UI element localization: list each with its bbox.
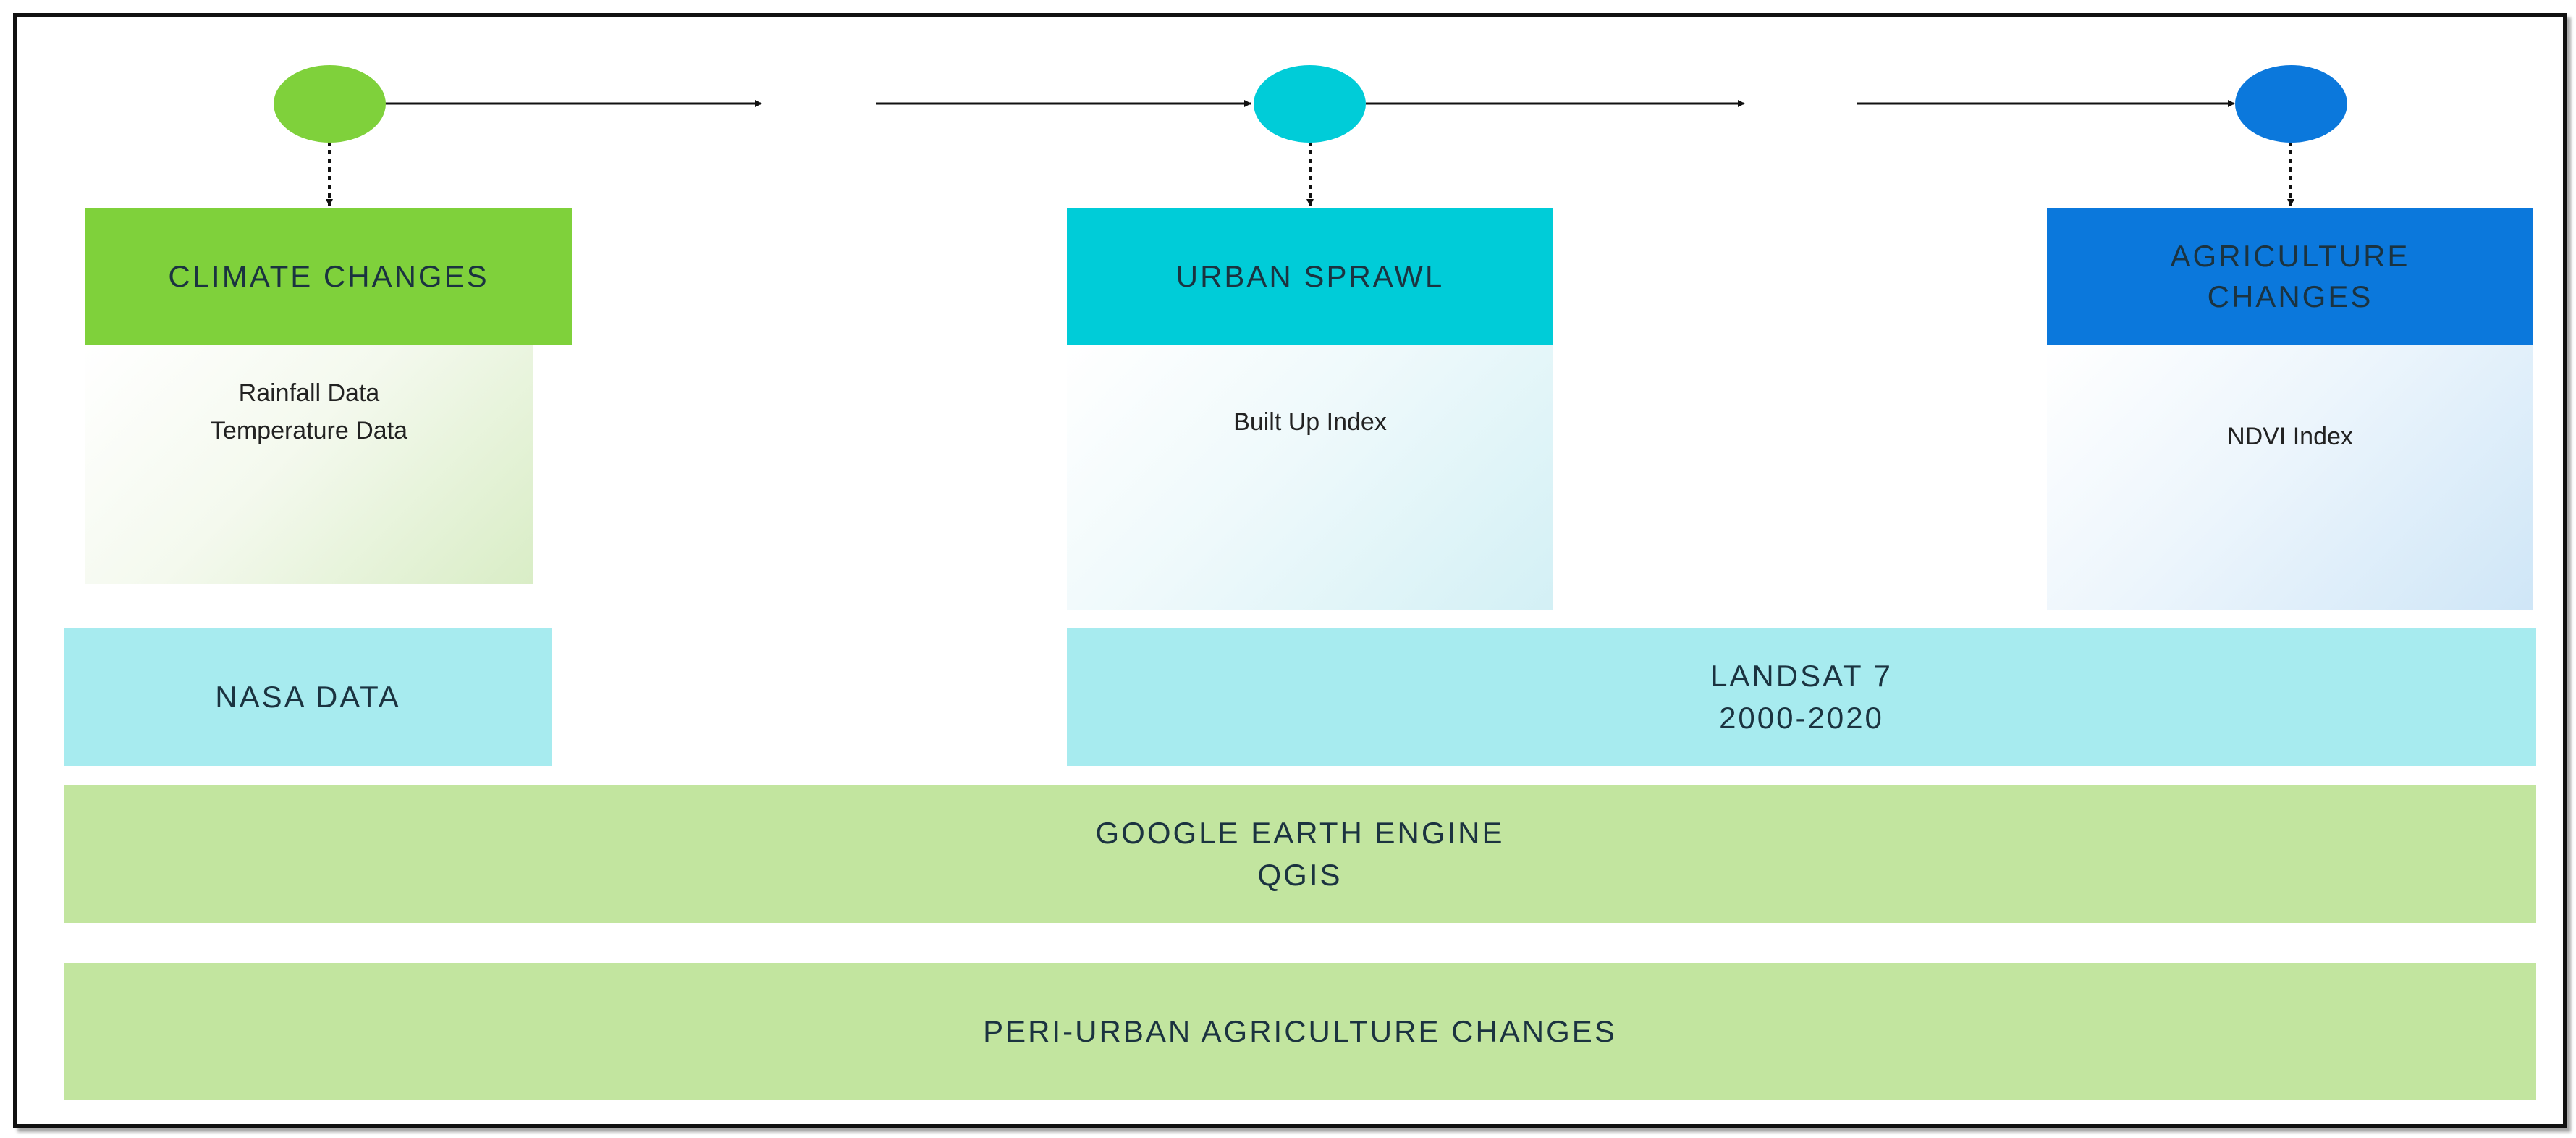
tools-band-text: GOOGLE EARTH ENGINE QGIS xyxy=(1095,816,1505,892)
stage-detail-climate: Rainfall Data Temperature Data xyxy=(85,345,533,584)
stage-title-urban: URBAN SPRAWL xyxy=(1067,208,1553,345)
stage-detail-urban-text: Built Up Index xyxy=(1233,408,1387,436)
stage-detail-urban: Built Up Index xyxy=(1067,345,1553,610)
stage-detail-agriculture: NDVI Index xyxy=(2047,345,2533,610)
stage-title-climate: CLIMATE CHANGES xyxy=(85,208,572,345)
source-nasa: NASA DATA xyxy=(64,628,552,766)
stage-title-agriculture: AGRICULTURE CHANGES xyxy=(2047,208,2533,345)
tools-band: GOOGLE EARTH ENGINE QGIS xyxy=(64,785,2536,923)
outcome-band-text: PERI-URBAN AGRICULTURE CHANGES xyxy=(983,1014,1617,1048)
stage-title-urban-text: URBAN SPRAWL xyxy=(1175,259,1445,293)
stage-title-agriculture-text: AGRICULTURE CHANGES xyxy=(2170,239,2410,313)
outcome-band: PERI-URBAN AGRICULTURE CHANGES xyxy=(64,963,2536,1100)
stage-detail-climate-text: Rainfall Data Temperature Data xyxy=(210,379,408,444)
source-landsat-text: LANDSAT 7 2000-2020 xyxy=(1710,659,1893,735)
stage-title-climate-text: CLIMATE CHANGES xyxy=(168,259,489,293)
stage-node-agriculture xyxy=(2235,65,2347,143)
stage-node-climate xyxy=(274,65,386,143)
source-nasa-text: NASA DATA xyxy=(215,680,401,714)
stage-node-urban xyxy=(1254,65,1366,143)
stage-detail-agriculture-text: NDVI Index xyxy=(2227,423,2353,450)
source-landsat: LANDSAT 7 2000-2020 xyxy=(1067,628,2536,766)
